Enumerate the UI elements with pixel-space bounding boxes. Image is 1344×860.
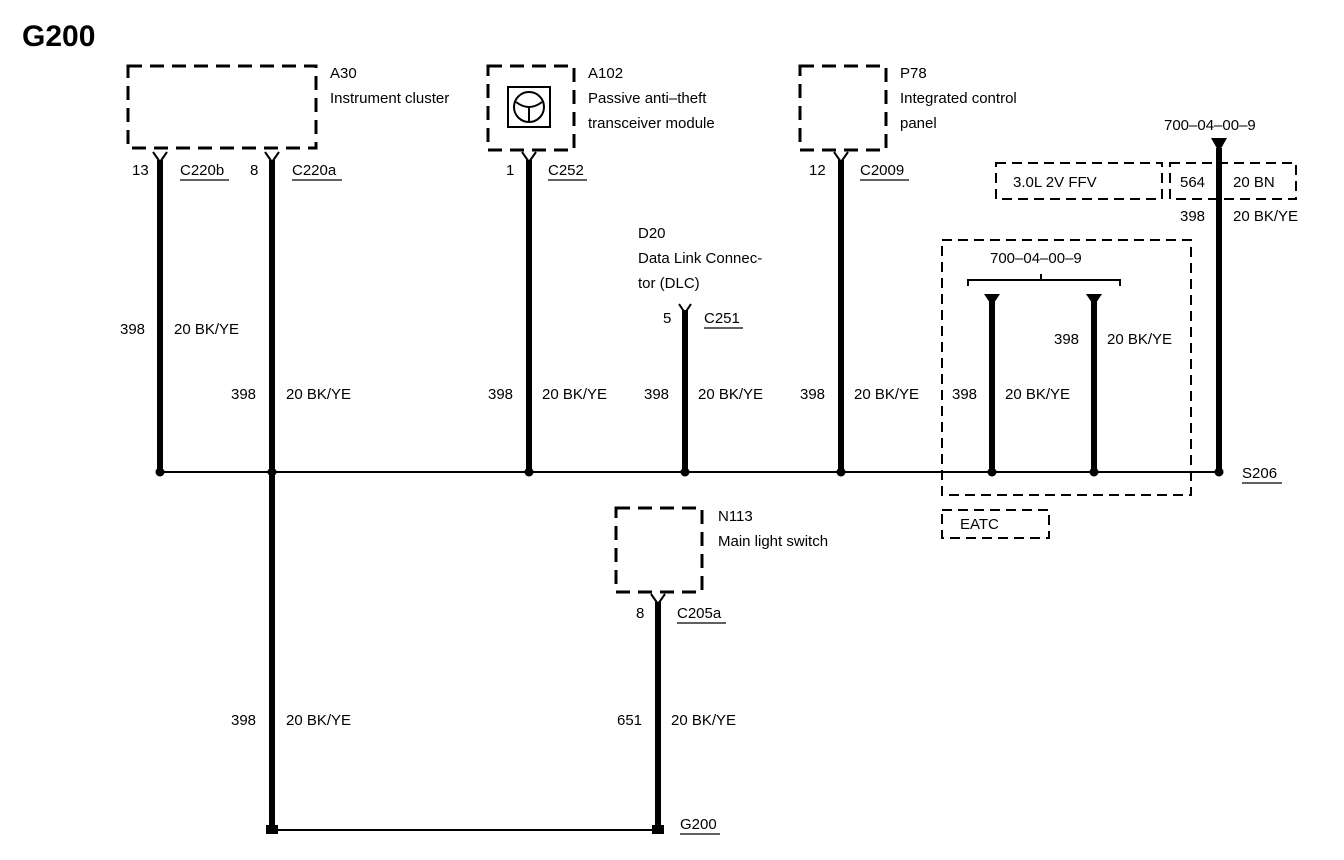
p78-id: P78 (900, 65, 927, 82)
d20-name-line2: tor (DLC) (638, 275, 700, 292)
c205a-label: C205a (677, 605, 722, 622)
wire-a30-8-circuit: 398 (231, 386, 256, 403)
alt-wire-spec: 20 BN (1233, 174, 1275, 191)
wire-right-spec: 20 BK/YE (1233, 208, 1298, 225)
splice-node (1089, 467, 1099, 477)
wire-a30-13-spec: 20 BK/YE (174, 321, 239, 338)
c252-label: C252 (548, 162, 584, 179)
wire-right-circuit: 398 (1180, 208, 1205, 225)
wire-a30-8-spec: 20 BK/YE (286, 386, 351, 403)
splice-node (524, 467, 534, 477)
splice-node (680, 467, 690, 477)
eatc-left-feed-arrow (984, 294, 1000, 306)
n113-component-box (614, 506, 704, 594)
a30-component-box (126, 64, 318, 150)
wire-eatc-left-circuit: 398 (952, 386, 977, 403)
engine-option-label: 3.0L 2V FFV (1013, 174, 1097, 191)
wire-eatc-right-circuit: 398 (1054, 331, 1079, 348)
c220a-pin: 8 (250, 162, 258, 179)
a102-component-box (486, 64, 576, 152)
wire-p78-circuit: 398 (800, 386, 825, 403)
wire-d20-spec: 20 BK/YE (698, 386, 763, 403)
wire-eatc-right-spec: 20 BK/YE (1107, 331, 1172, 348)
c251-label: C251 (704, 310, 740, 327)
c220b-label: C220b (180, 162, 224, 179)
wire-n113-spec: 20 BK/YE (671, 712, 736, 729)
a30-name: Instrument cluster (330, 90, 449, 107)
ground-terminal (266, 825, 278, 834)
c220a-label: C220a (292, 162, 337, 179)
right-ref: 700–04–00–9 (1164, 117, 1256, 134)
wire-a102-circuit: 398 (488, 386, 513, 403)
n113-id: N113 (718, 508, 753, 525)
wire-a30-13-circuit: 398 (120, 321, 145, 338)
p78-name-line2: panel (900, 115, 937, 132)
d20-id: D20 (638, 225, 666, 242)
p78-name-line1: Integrated control (900, 90, 1017, 107)
wire-ground-trunk-circuit: 398 (231, 712, 256, 729)
a102-name-line1: Passive anti–theft (588, 90, 707, 107)
alt-wire-box (1169, 162, 1297, 200)
splice-node (267, 467, 277, 477)
c220b-pin: 13 (132, 162, 149, 179)
wire-a102-spec: 20 BK/YE (542, 386, 607, 403)
c2009-pin: 12 (809, 162, 826, 179)
wire-n113-circuit: 651 (617, 712, 642, 729)
splice-label: S206 (1242, 465, 1277, 482)
page-title: G200 (22, 20, 95, 53)
alt-wire-circuit: 564 (1180, 174, 1205, 191)
splice-node (987, 467, 997, 477)
eatc-label-box (941, 509, 1050, 539)
wire-ground-trunk-spec: 20 BK/YE (286, 712, 351, 729)
eatc-label: EATC (960, 516, 999, 533)
wire-d20-circuit: 398 (644, 386, 669, 403)
splice-node (1214, 467, 1224, 477)
p78-component-box (798, 64, 888, 152)
c2009-label: C2009 (860, 162, 904, 179)
d20-name-line1: Data Link Connec- (638, 250, 762, 267)
c205a-pin: 8 (636, 605, 644, 622)
eatc-ref-bracket (967, 274, 1121, 286)
c252-pin: 1 (506, 162, 514, 179)
eatc-right-feed-arrow (1086, 294, 1102, 306)
ground-label: G200 (680, 816, 717, 833)
ground-terminal (652, 825, 664, 834)
c251-pin: 5 (663, 310, 671, 327)
transceiver-icon (507, 86, 551, 128)
wire-p78-spec: 20 BK/YE (854, 386, 919, 403)
engine-option-box (995, 162, 1163, 200)
eatc-option-box (941, 239, 1192, 496)
wire-eatc-left-spec: 20 BK/YE (1005, 386, 1070, 403)
a102-id: A102 (588, 65, 623, 82)
right-feed-arrow (1211, 138, 1227, 152)
a102-name-line2: transceiver module (588, 115, 715, 132)
splice-node (155, 467, 165, 477)
splice-node (836, 467, 846, 477)
n113-name: Main light switch (718, 533, 828, 550)
a30-id: A30 (330, 65, 357, 82)
eatc-ref: 700–04–00–9 (990, 250, 1082, 267)
